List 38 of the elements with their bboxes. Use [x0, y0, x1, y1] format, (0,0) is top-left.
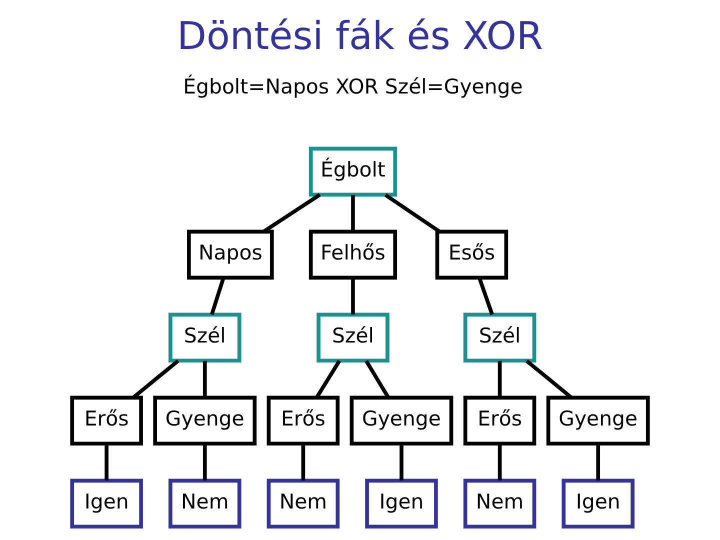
label: Égbolt=Napos XOR Szél=Gyenge [183, 74, 523, 99]
connector [384, 193, 440, 234]
node-box: Égbolt [308, 146, 398, 197]
node-box: Gyenge [350, 396, 454, 446]
node-box: Szél [463, 312, 536, 363]
node-box: Erős [266, 396, 340, 446]
connector [364, 360, 390, 398]
node-box: Igen [70, 478, 143, 529]
node-box: Felhős [308, 230, 398, 280]
node-box: Szél [316, 312, 390, 363]
connector [202, 360, 207, 398]
node-box: Erős [70, 396, 143, 446]
node-box: Igen [365, 478, 438, 529]
connector [132, 359, 180, 399]
node-box: Erős [463, 396, 536, 446]
connector [351, 194, 355, 232]
connector [104, 444, 108, 480]
connector [400, 444, 404, 480]
connector [498, 444, 502, 480]
connector [351, 278, 355, 314]
connector [596, 444, 600, 480]
connector [498, 360, 502, 398]
node-box: Szél [168, 312, 242, 363]
node-box: Nem [463, 478, 536, 529]
node-box: Nem [168, 478, 242, 529]
node-box: Esős [435, 230, 508, 280]
node-box: Gyenge [153, 396, 257, 446]
connector [210, 277, 226, 316]
node-box: Nem [266, 478, 340, 529]
connector [478, 277, 494, 316]
connector [301, 444, 306, 480]
node-box: Igen [562, 478, 634, 529]
connector [202, 444, 207, 480]
connector [315, 360, 341, 398]
node-box: Gyenge [546, 396, 650, 446]
node-box: Napos [187, 230, 274, 280]
diagram-title: Döntési fák és XOR [176, 14, 544, 60]
connector [525, 359, 572, 399]
